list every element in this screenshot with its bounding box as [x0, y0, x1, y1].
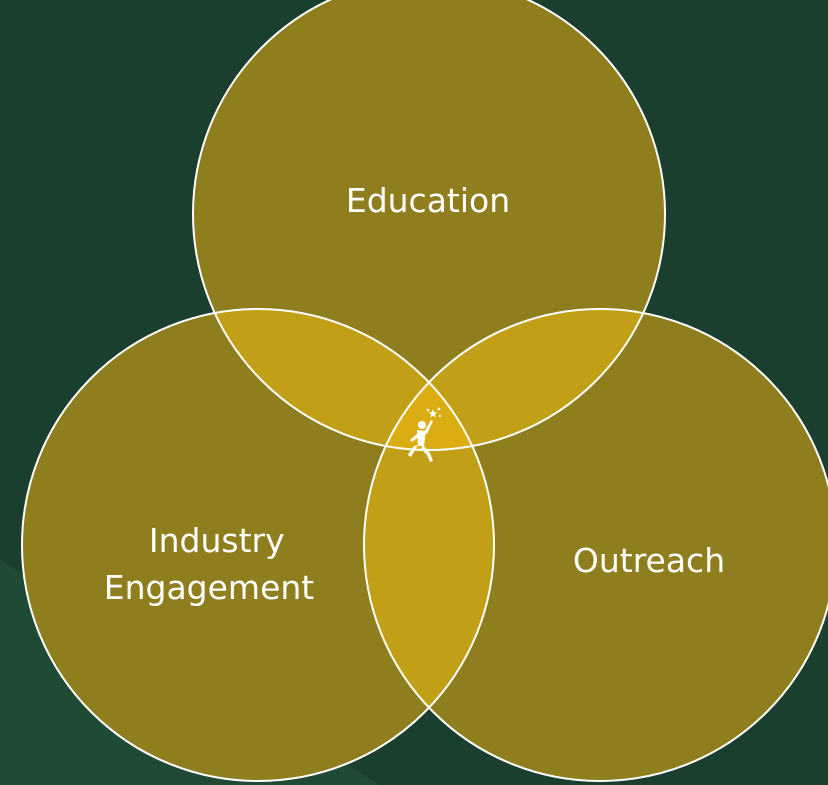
person-reaching-stars-icon: [408, 407, 442, 462]
label-outreach: Outreach: [573, 541, 725, 580]
label-industry-line-1: Industry: [149, 521, 285, 560]
overlap-education-industry: [193, 309, 494, 450]
overlap-education-outreach: [364, 309, 665, 450]
label-industry-line-2: Engagement: [104, 568, 315, 607]
circle-outlines: [21, 0, 828, 782]
label-industry-engagement: Industry Engagement: [104, 521, 315, 607]
label-education: Education: [346, 181, 510, 220]
